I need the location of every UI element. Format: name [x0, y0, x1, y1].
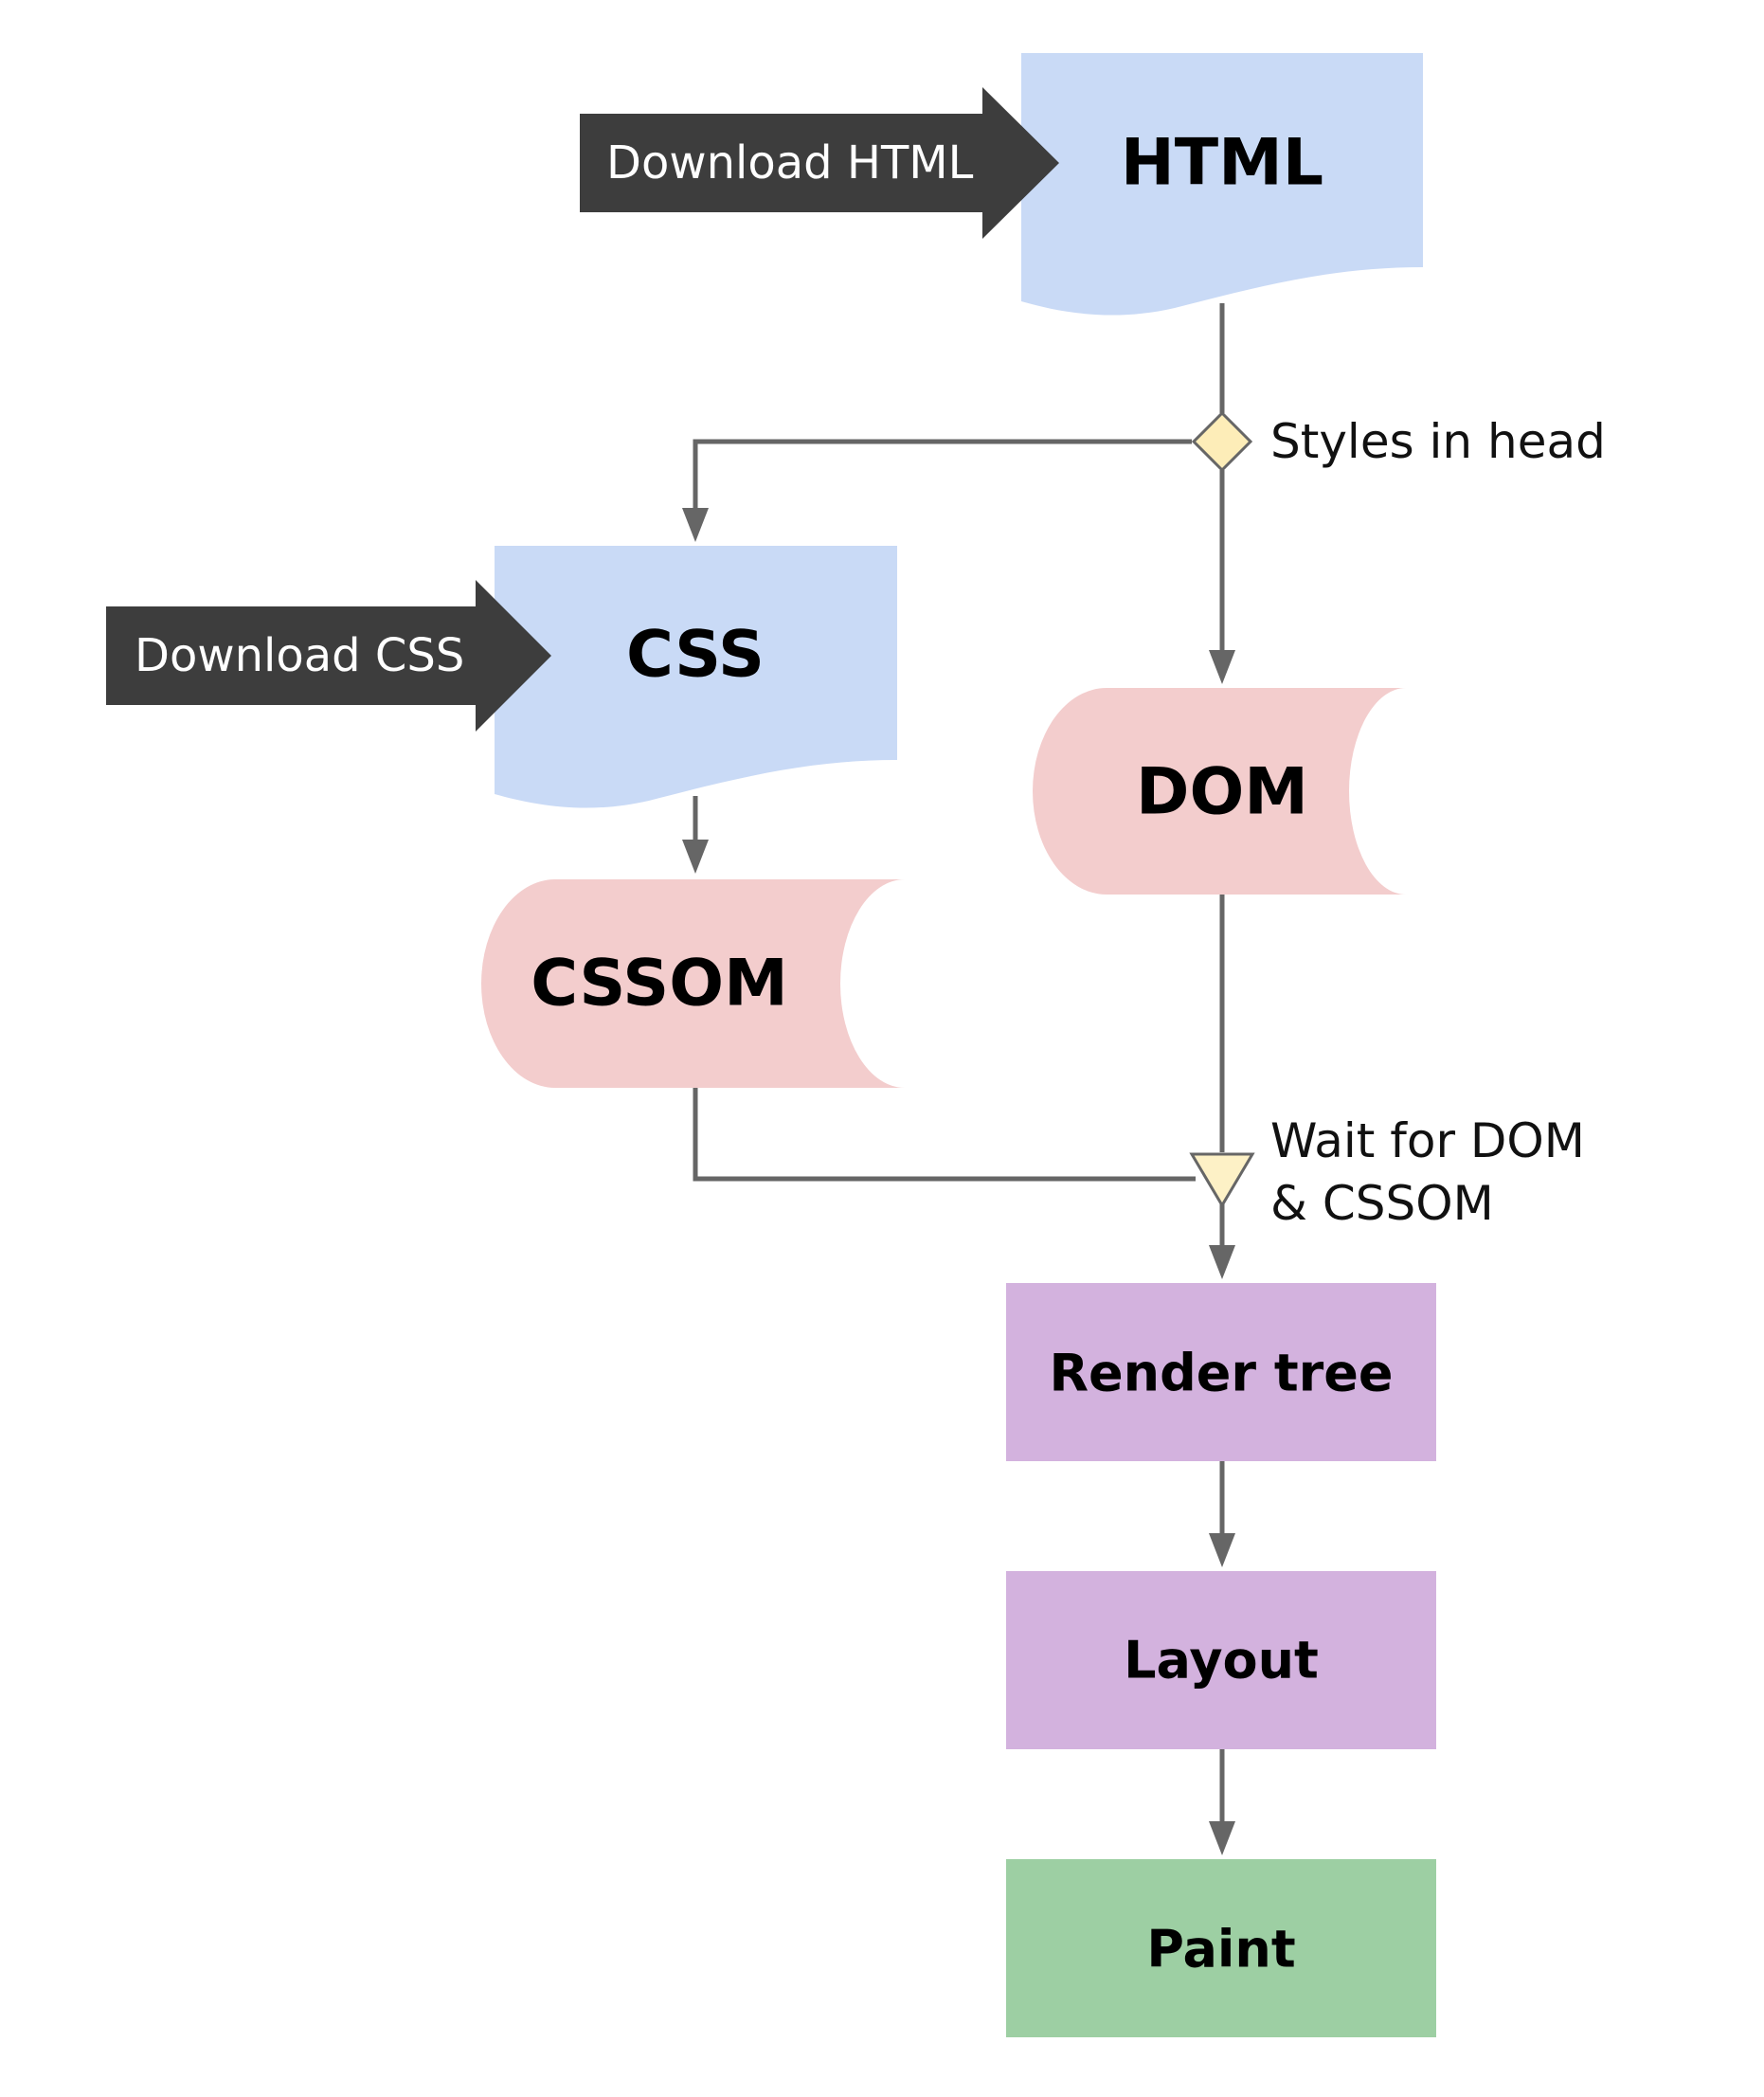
download-html-arrow: Download HTML	[580, 87, 1059, 239]
connector-decision-to-css	[693, 439, 1192, 512]
layout-title: Layout	[1124, 1631, 1319, 1690]
arrowhead-paint	[1209, 1821, 1235, 1855]
render-tree-title: Render tree	[1049, 1344, 1393, 1403]
arrowhead-dom	[1209, 650, 1235, 684]
cssom-datastore-shape	[481, 879, 905, 1088]
arrowhead-layout	[1209, 1533, 1235, 1567]
dom-datastore-shape	[1033, 688, 1406, 895]
layout-node: Layout	[1006, 1571, 1436, 1749]
wait-for-dom-label: Wait for DOM	[1270, 1113, 1585, 1168]
paint-title: Paint	[1146, 1920, 1295, 1979]
dom-datastore-node: DOM	[1033, 688, 1406, 895]
layout-box	[1006, 1571, 1436, 1749]
html-document-shape	[1021, 53, 1423, 316]
wait-for-cssom-label: & CSSOM	[1270, 1176, 1494, 1231]
download-css-arrow: Download CSS	[106, 580, 551, 732]
download-css-label: Download CSS	[135, 629, 464, 682]
css-document-title: CSS	[626, 618, 765, 693]
paint-box	[1006, 1859, 1436, 2037]
download-html-arrow-shape	[580, 87, 1059, 239]
html-document-title: HTML	[1121, 126, 1323, 201]
css-document-node: CSS	[495, 546, 897, 808]
merge-triangle	[1189, 1152, 1255, 1208]
dom-datastore-title: DOM	[1136, 755, 1308, 830]
cssom-datastore-title: CSSOM	[531, 947, 788, 1021]
arrowhead-render-tree	[1209, 1245, 1235, 1279]
styles-in-head-label: Styles in head	[1270, 414, 1606, 469]
render-tree-box	[1006, 1283, 1436, 1461]
cssom-datastore-node: CSSOM	[481, 879, 905, 1088]
css-document-shape	[495, 546, 897, 808]
download-html-label: Download HTML	[606, 136, 974, 190]
arrowhead-css	[682, 508, 709, 542]
html-document-node: HTML	[1021, 53, 1423, 316]
arrowhead-cssom	[682, 840, 709, 874]
styles-decision-diamond	[1191, 410, 1253, 473]
paint-node: Paint	[1006, 1859, 1436, 2037]
render-tree-node: Render tree	[1006, 1283, 1436, 1461]
download-css-arrow-shape	[106, 580, 551, 732]
connector-cssom-to-merge	[693, 1088, 1196, 1182]
